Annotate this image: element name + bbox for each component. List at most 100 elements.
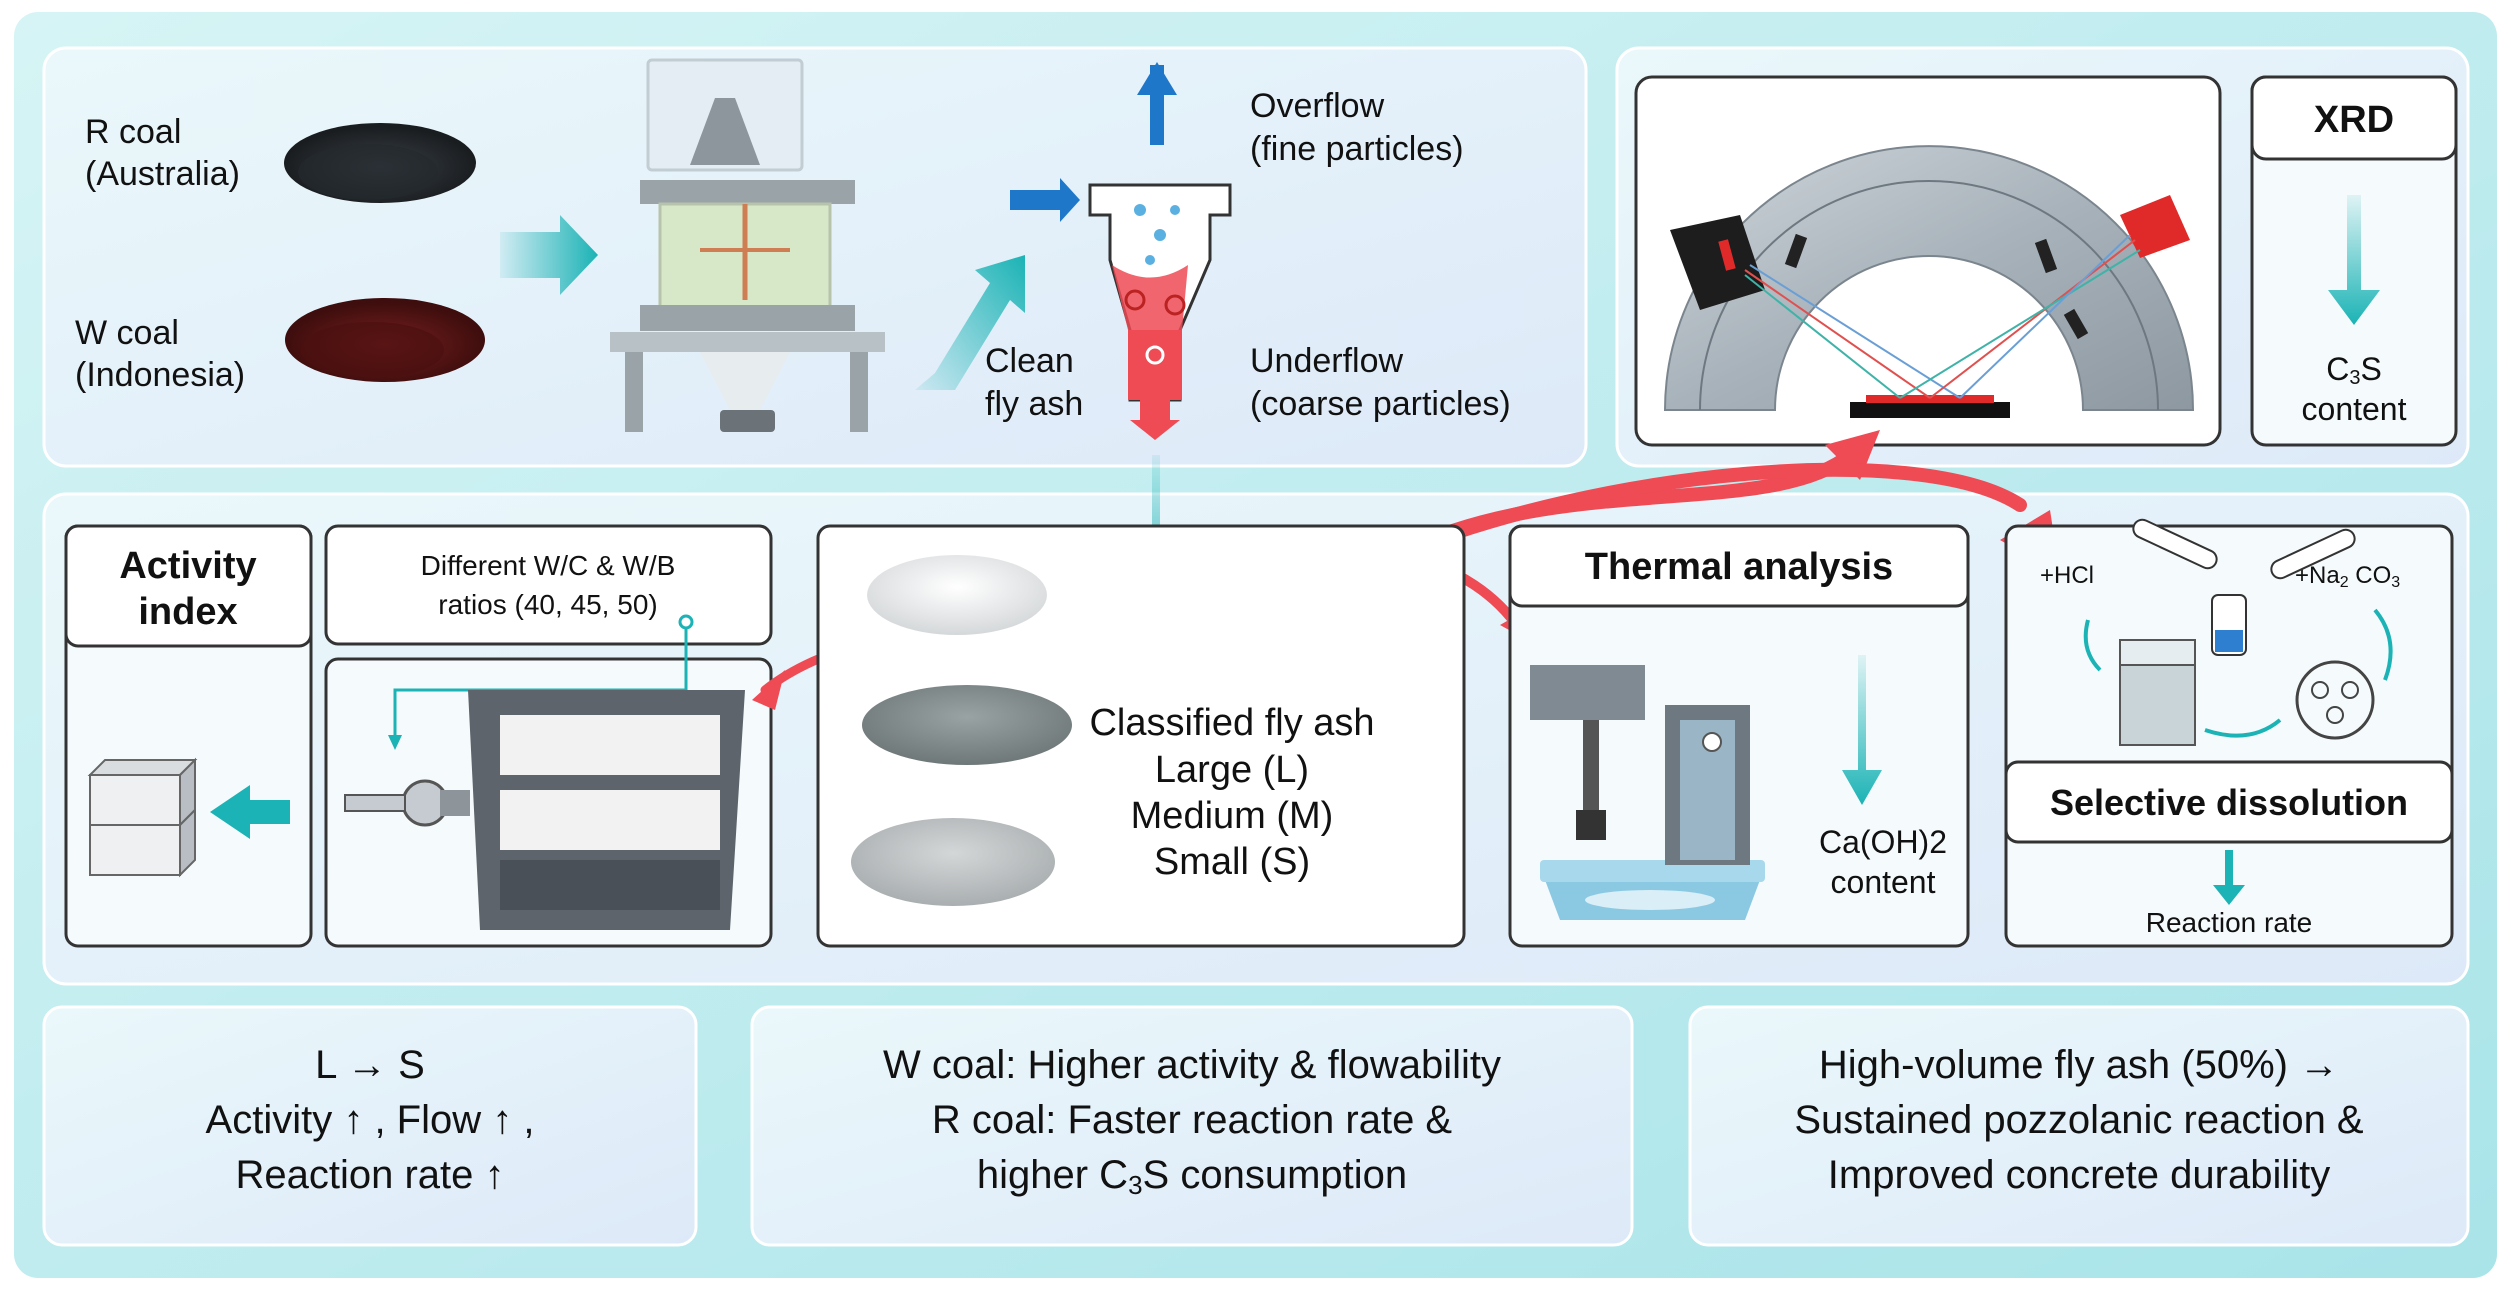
coarse-particle — [1145, 345, 1165, 365]
fine-particle — [1134, 204, 1146, 216]
activity-note-box — [324, 524, 773, 646]
red-arrow-to-xrd-head — [1825, 430, 1880, 480]
cyclone-coarse-zone — [1112, 265, 1188, 330]
sample-stage — [1850, 402, 2010, 418]
w-coal-label: W coal — [75, 314, 179, 352]
reagent-na2co3: +Na2 CO3 — [2295, 562, 2400, 591]
conclusion-2-line3-suffix: S consumption — [1143, 1153, 1408, 1197]
activity-title-line2: index — [138, 591, 237, 633]
diffracted-beam — [1929, 239, 2136, 399]
xrd-result-arrow — [2328, 195, 2380, 325]
r-coal-pile-shade — [298, 144, 438, 200]
flow-mold-apparatus — [344, 690, 745, 930]
slit — [1784, 233, 1808, 269]
fine-particle — [1170, 205, 1180, 215]
goniometer-track — [1699, 180, 2159, 411]
thermal-result-line2: content — [1831, 864, 1936, 900]
xray-source-window — [1718, 239, 1736, 271]
conclusion-box-3 — [1688, 1005, 2470, 1247]
reagent-hcl: +HCl — [2040, 562, 2094, 589]
conclusion-2-line3: higher C3S consumption — [977, 1153, 1407, 1200]
incident-beam — [1749, 264, 1961, 399]
xrd-title-box — [2250, 75, 2458, 161]
xrd-result-s: S — [2360, 351, 2381, 387]
activity-note-line1: Different W/C & W/B — [421, 550, 676, 581]
conclusion-1-line2: Activity ↑ , Flow ↑ , — [206, 1098, 535, 1142]
ash-pile-small — [851, 818, 1055, 906]
dissolution-title-box — [2004, 760, 2454, 844]
classified-small: Small (S) — [1154, 841, 1310, 883]
slit — [2063, 308, 2089, 340]
xray-source — [1670, 215, 1765, 310]
underflow-label: Underflow — [1250, 342, 1404, 380]
reagent-co-sub: 3 — [2391, 574, 2400, 591]
dissolution-title: Selective dissolution — [2050, 782, 2408, 823]
mixer-leg-left — [625, 352, 643, 432]
thermal-result-line1: Ca(OH)2 — [1819, 824, 1947, 860]
cyclone-inlet-arrow — [1010, 178, 1080, 222]
thermal-result-arrow — [1842, 655, 1882, 805]
xrd-result-formula: C3S — [2326, 351, 2382, 389]
sample-holder — [1866, 395, 1994, 403]
goniometer-ring — [1663, 145, 2195, 411]
mixer-funnel — [700, 352, 790, 410]
feed-classifier-panel: R coal (Australia) W coal (Indonesia) — [42, 46, 1588, 468]
classified-medium: Medium (M) — [1131, 795, 1334, 837]
dissolution-result-arrow — [2213, 850, 2245, 905]
note-connector-head — [388, 735, 402, 750]
xrd-title: XRD — [2314, 99, 2394, 141]
r-coal-origin: (Australia) — [85, 155, 240, 193]
conclusion-box-2 — [750, 1005, 1634, 1247]
conclusion-1-line1: L → S — [315, 1043, 425, 1087]
conclusion-2-line3-sub: 3 — [1128, 1170, 1142, 1200]
w-coal-origin: (Indonesia) — [75, 356, 245, 394]
thermal-title: Thermal analysis — [1585, 546, 1893, 588]
to-cube-arrow — [210, 785, 290, 839]
fine-particle — [1145, 255, 1155, 265]
clean-desc: fly ash — [985, 385, 1083, 423]
xrd-result-sub: 3 — [2349, 367, 2360, 389]
dissolution-result: Reaction rate — [2146, 907, 2313, 938]
xray-detector — [2120, 195, 2190, 258]
mixer-outlet — [720, 410, 775, 432]
diffracted-beam — [1959, 234, 2131, 399]
conclusion-2-line3-prefix: higher C — [977, 1153, 1128, 1197]
mortar-cube-icon — [87, 757, 198, 878]
xrd-result-c: C — [2326, 351, 2349, 387]
activity-note-line2: ratios (40, 45, 50) — [438, 589, 657, 620]
slit — [2034, 238, 2058, 274]
ash-pile-medium — [862, 685, 1072, 765]
coarse-particle — [1124, 289, 1146, 311]
overflow-arrow-head — [1137, 62, 1177, 95]
conclusion-2-line2: R coal: Faster reaction rate & — [932, 1098, 1453, 1142]
thermal-title-box — [1508, 524, 1970, 608]
dissolution-apparatus — [2083, 518, 2393, 746]
mixer-cone — [690, 98, 760, 165]
clean-label: Clean — [985, 342, 1074, 380]
classified-large: Large (L) — [1155, 749, 1309, 791]
conclusion-1-line3: Reaction rate ↑ — [235, 1153, 504, 1197]
red-arrow-to-dissolution — [1388, 462, 2027, 562]
ash-pile-large — [867, 555, 1047, 635]
conclusion-2-line1: W coal: Higher activity & flowability — [883, 1043, 1501, 1087]
mixer-apparatus — [610, 58, 885, 432]
xrd-result-content: content — [2302, 391, 2407, 427]
feed-to-mixer-arrow — [500, 215, 598, 295]
cyclone-underflow-section — [1128, 330, 1182, 400]
reagent-co: CO — [2349, 562, 2392, 589]
mixer-leg-right — [850, 352, 868, 432]
underflow-arrow — [1130, 400, 1180, 440]
w-coal-pile-shade — [300, 322, 444, 378]
activity-title-line1: Activity — [119, 545, 256, 587]
cyclone-classifier — [1010, 62, 1232, 440]
mixer-to-cyclone-arrow — [915, 255, 1025, 390]
conclusion-3-line1: High-volume fly ash (50%) → — [1819, 1043, 2339, 1087]
overflow-label: Overflow — [1250, 87, 1385, 125]
mixer-platform — [610, 332, 885, 352]
overflow-desc: (fine particles) — [1250, 130, 1464, 168]
reagent-na-sub: 2 — [2340, 574, 2349, 591]
activity-title-box — [64, 524, 313, 648]
r-coal-label: R coal — [85, 113, 181, 151]
conclusion-row: L → S Activity ↑ , Flow ↑ , Reaction rat… — [42, 1005, 2470, 1247]
